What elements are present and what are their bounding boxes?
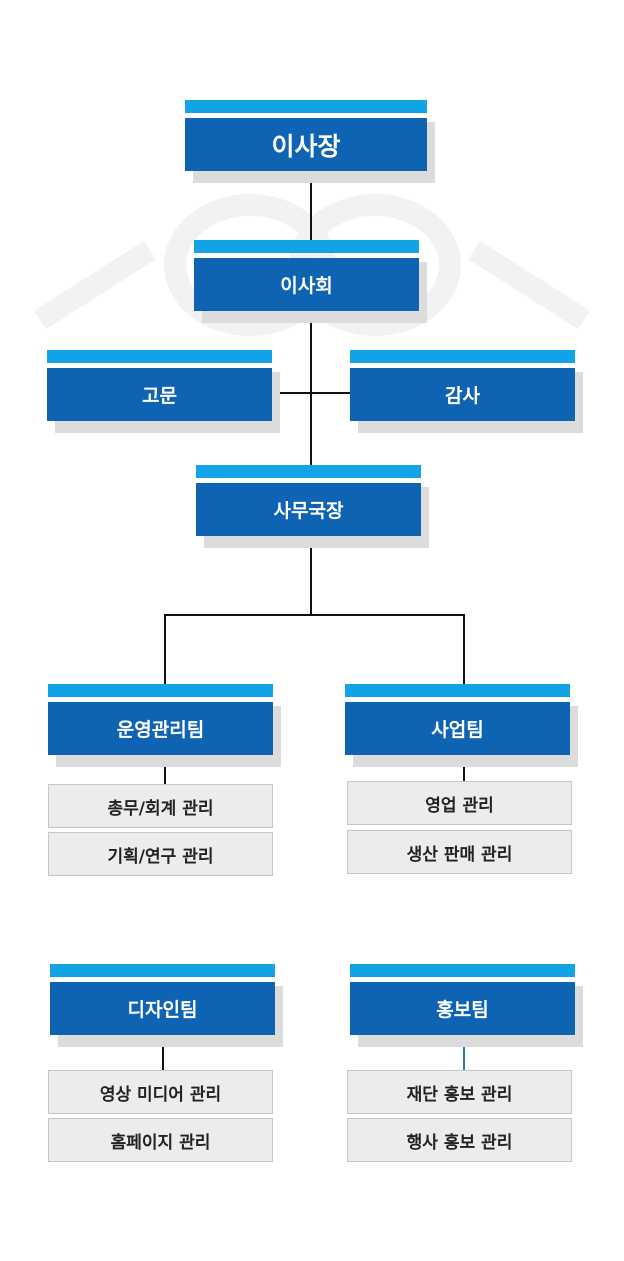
advisor-label: 고문: [47, 368, 272, 421]
design-item-homepage: 홈페이지 관리: [48, 1118, 273, 1162]
pr-team-node: 홍보팀: [350, 964, 583, 1047]
design-team-label: 디자인팀: [50, 982, 275, 1035]
chairman-node: 이사장: [185, 100, 435, 183]
design-team-node: 디자인팀: [50, 964, 283, 1047]
connector-teams-horizontal: [164, 614, 465, 616]
business-team-node: 사업팀: [345, 684, 578, 767]
board-label: 이사회: [194, 258, 419, 311]
connector-board-secretary: [310, 310, 312, 466]
auditor-node: 감사: [350, 350, 583, 433]
chairman-label: 이사장: [185, 118, 427, 171]
auditor-label: 감사: [350, 368, 575, 421]
secretary-general-node: 사무국장: [196, 465, 429, 548]
business-item-sales: 영업 관리: [347, 781, 572, 825]
connector-advisor-auditor: [271, 392, 351, 394]
secretary-general-label: 사무국장: [196, 483, 421, 536]
business-item-production-sales: 생산 판매 관리: [347, 830, 572, 874]
board-node: 이사회: [194, 240, 427, 323]
pr-item-foundation-pr: 재단 홍보 관리: [347, 1070, 572, 1114]
ops-item-planning-research: 기획/연구 관리: [48, 832, 273, 876]
advisor-node: 고문: [47, 350, 280, 433]
ops-team-label: 운영관리팀: [48, 702, 273, 755]
connector-pr-items: [463, 1034, 465, 1072]
connector-business-team: [463, 614, 465, 686]
pr-team-label: 홍보팀: [350, 982, 575, 1035]
connector-ops-items: [164, 754, 166, 784]
ops-team-node: 운영관리팀: [48, 684, 281, 767]
ops-item-general-accounting: 총무/회계 관리: [48, 784, 273, 828]
pr-item-event-pr: 행사 홍보 관리: [347, 1118, 572, 1162]
connector-secretary-teams: [310, 535, 312, 615]
business-team-label: 사업팀: [345, 702, 570, 755]
connector-chairman-board: [310, 170, 312, 242]
connector-design-items: [162, 1034, 164, 1072]
connector-business-items: [463, 754, 465, 782]
design-item-video-media: 영상 미디어 관리: [48, 1070, 273, 1114]
connector-ops-team: [164, 614, 166, 686]
